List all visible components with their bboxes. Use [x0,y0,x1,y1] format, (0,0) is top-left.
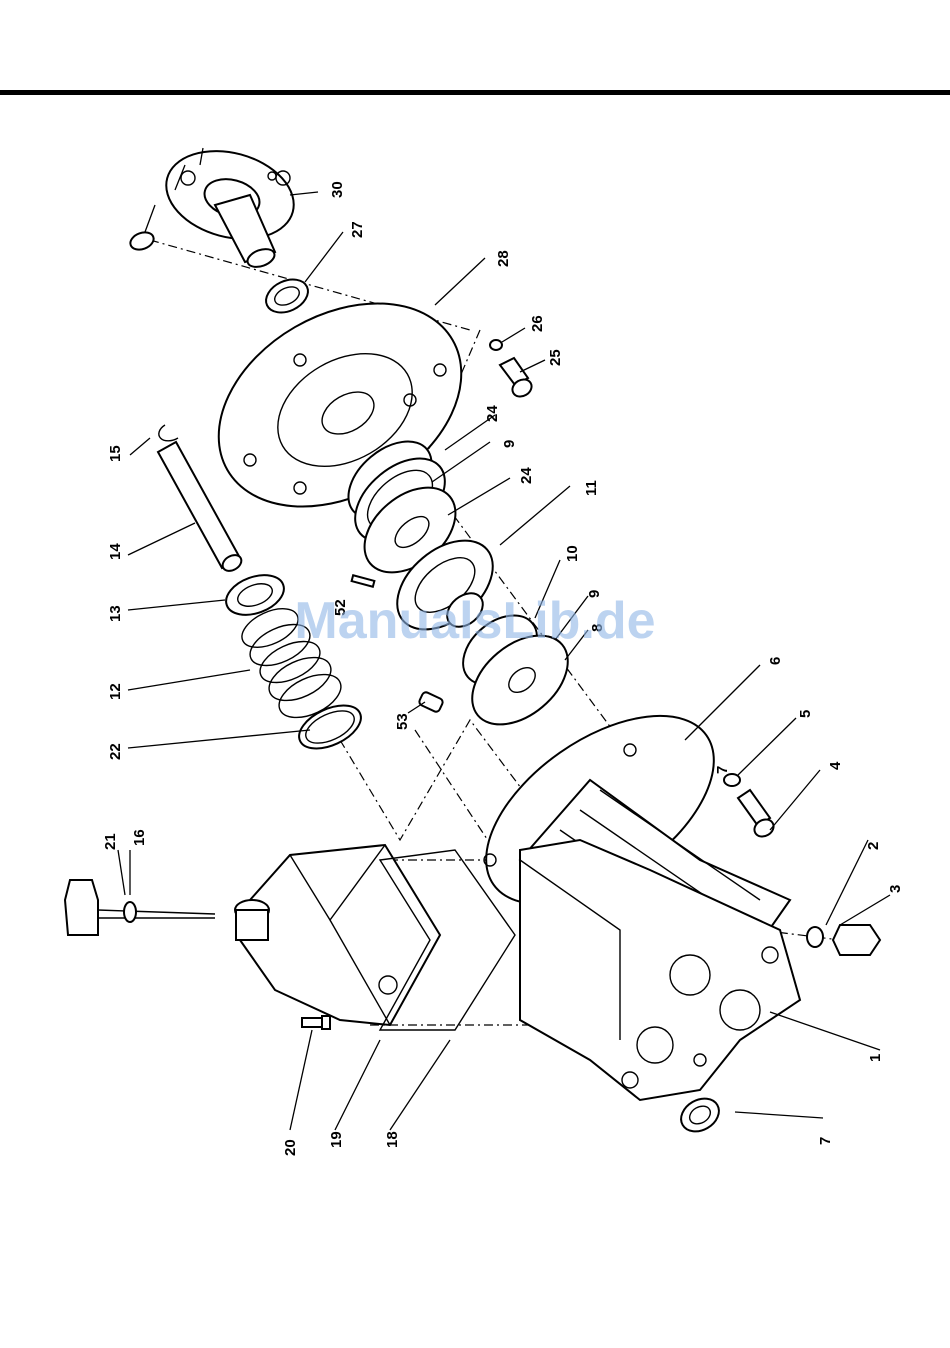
callout-5: 5 [797,710,814,718]
callout-2: 2 [865,842,882,850]
callout-7: 7 [817,1137,834,1145]
callout-14: 14 [107,543,124,560]
part-4-5-bolt-washer [724,774,777,840]
callout-24: 24 [484,405,501,422]
part-2-3-oring-plug [807,925,880,955]
callout-6: 6 [767,657,784,665]
callout-25: 25 [547,349,564,366]
callout-4: 4 [827,761,844,770]
part-27-seal-ring [261,273,314,319]
callout-24: 24 [518,467,535,484]
callout-1: 1 [867,1054,884,1062]
part-25-26-screw-washer [490,340,535,400]
part-53-key [418,691,444,713]
callout-53: 53 [394,713,411,730]
part-22-ring [292,697,367,758]
callout-15: 15 [107,445,124,462]
callout-12: 12 [107,683,124,700]
callout-19: 19 [328,1131,345,1148]
callout-10: 10 [564,545,581,562]
callout-9: 9 [501,440,518,448]
callout-18: 18 [384,1131,401,1148]
part-19-cover-box [235,845,440,1025]
part-21-16-dipstick-cap [65,880,215,935]
part-13-washer [221,568,290,622]
callout-11: 11 [583,480,600,496]
callout-16: 16 [131,829,148,846]
callout-30: 30 [329,181,346,198]
callout-13: 13 [107,605,124,622]
callout-7: 7 [714,766,731,774]
callout-28: 28 [495,250,512,267]
part-7-seal [675,1092,725,1138]
part-20-screw [302,1016,330,1029]
watermark: ManualsLib.de [294,592,655,650]
part-1-pump-body [520,840,800,1100]
callout-22: 22 [107,743,124,760]
callout-26: 26 [529,315,546,332]
part-52-pin [352,575,375,586]
part-30-flange-shaft [128,138,304,271]
callout-21: 21 [102,833,119,850]
callout-27: 27 [349,221,366,238]
callout-3: 3 [887,885,904,893]
callout-20: 20 [282,1139,299,1156]
